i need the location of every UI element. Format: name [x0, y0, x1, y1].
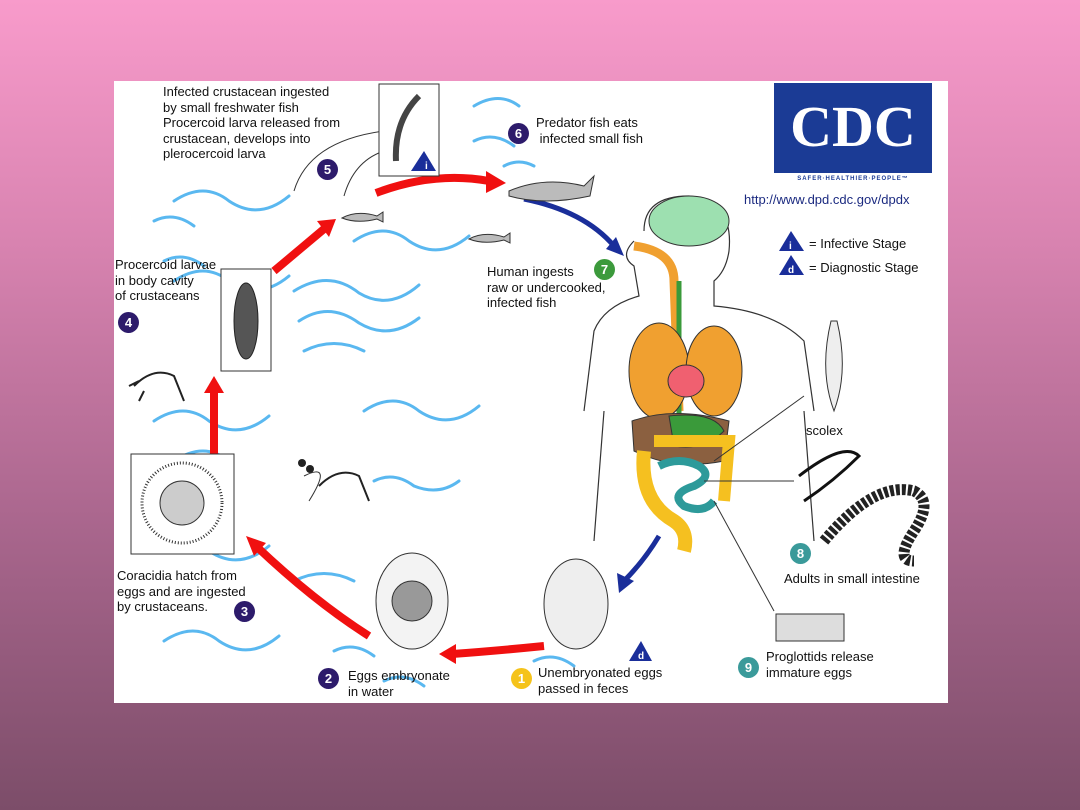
blue-arrow-to-human [523, 196, 616, 248]
cdc-tagline: SAFER·HEALTHIER·PEOPLE™ [797, 176, 909, 182]
svg-text:i: i [425, 161, 428, 172]
svg-text:d: d [788, 265, 794, 276]
legend-icons [779, 231, 804, 275]
step-6-text: Predator fish eats infected small fish [536, 115, 643, 146]
proglottid-drawing [775, 613, 845, 642]
step-7-text: Human ingests raw or undercooked, infect… [487, 264, 606, 310]
life-cycle-diagram: i d i d CDC SAFER·HEALTHIER·PEOPLE™ http://… [114, 81, 948, 703]
step-4-text: Procercoid larvae in body cavity of crus… [115, 257, 217, 303]
small-fish-infected [340, 211, 384, 223]
legend-diagnostic: = Diagnostic Stage [809, 260, 919, 275]
adult-worm [798, 450, 862, 503]
small-fish [467, 232, 511, 244]
step-1-number: 1 [511, 668, 532, 689]
step-9-number: 9 [738, 657, 759, 678]
large-intestine [636, 450, 693, 553]
unembryonated-egg [543, 558, 609, 650]
step-5-number: 5 [317, 159, 338, 180]
small-intestine [657, 457, 718, 514]
step-7-number: 7 [594, 259, 615, 280]
svg-text:d: d [638, 651, 644, 662]
step-4-number: 4 [118, 312, 139, 333]
cdc-url[interactable]: http://www.dpd.cdc.gov/dpdx [744, 192, 910, 207]
step-2-number: 2 [318, 668, 339, 689]
diagram-graphics: i d i d [128, 83, 930, 688]
svg-text:i: i [789, 241, 792, 252]
step-6-number: 6 [508, 123, 529, 144]
step-5-text: Infected crustacean ingested by small fr… [163, 84, 341, 161]
cdc-logo: CDC [774, 83, 932, 173]
heart [667, 364, 705, 398]
blue-arrow-to-eggs [622, 534, 662, 583]
scolex-label: scolex [806, 423, 843, 438]
step-3-text: Coracidia hatch from eggs and are ingest… [117, 568, 246, 614]
legend-infective: = Infective Stage [809, 236, 907, 251]
step-9-text: Proglottids release immature eggs [766, 649, 874, 680]
brain [648, 195, 730, 247]
step-8-text: Adults in small intestine [784, 571, 920, 586]
scolex-drawing [825, 320, 843, 413]
step-8-number: 8 [790, 543, 811, 564]
red-arrows [210, 173, 545, 658]
adult-worm-segments [819, 484, 930, 567]
step-1-text: Unembryonated eggs passed in feces [538, 665, 663, 696]
diagnostic-stage-icon [629, 641, 652, 661]
step-2-text: Eggs embryonate in water [348, 668, 450, 699]
crustacean-2 [318, 471, 370, 502]
step-3-number: 3 [234, 601, 255, 622]
human-body [583, 195, 815, 542]
infective-stage-icon [411, 151, 436, 171]
arrow-heads [204, 171, 506, 664]
predator-fish [508, 174, 595, 202]
crustacean [128, 371, 185, 402]
